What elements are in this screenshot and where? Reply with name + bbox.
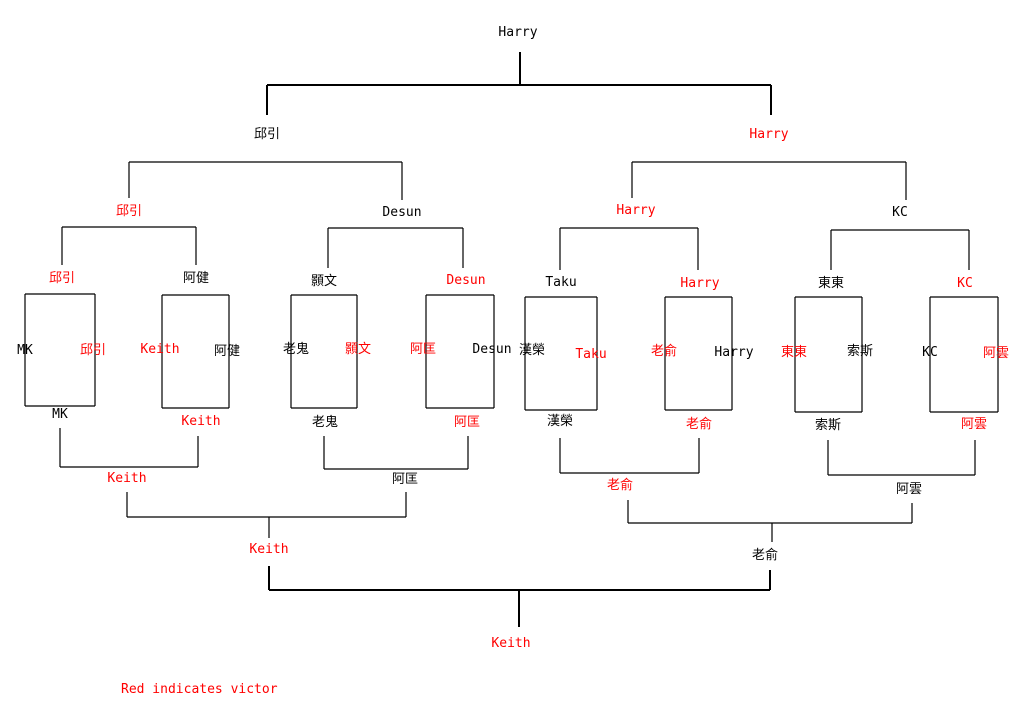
quarterfinal-8-label: KC [957,276,973,291]
lower-round1-7-label: 索斯 [814,418,842,433]
first-round-16-label: 阿雲 [982,346,1010,361]
quarterfinal-4-label: Desun [446,273,486,288]
first-round-5-label: 老鬼 [282,342,310,357]
lower-winner-label: Keith [491,636,531,651]
first-round-1-label: MK [17,343,33,358]
lower-round2-1-label: Keith [107,471,147,486]
first-round-4-label: 阿健 [213,344,241,359]
semifinal-2-label: Desun [382,205,422,220]
quarterfinal-6-label: Harry [680,276,720,291]
first-round-9-label: 漢榮 [518,343,546,358]
lower-round1-8-label: 阿雲 [960,417,988,432]
quarterfinal-2-label: 阿健 [182,271,210,286]
first-round-14-label: 索斯 [846,344,874,359]
lower-round1-5-label: 漢榮 [546,414,574,429]
lower-round1-2-label: Keith [181,414,221,429]
lower-round1-1-label: MK [52,407,68,422]
quarterfinal-1-label: 邱引 [48,271,76,286]
lower-round3-2-label: 老俞 [751,548,779,563]
finalist-right-label: Harry [749,127,789,142]
lower-round1-4-label: 阿匡 [453,415,481,430]
semifinal-1-label: 邱引 [115,204,143,219]
lower-round2-4-label: 阿雲 [895,482,923,497]
lower-round1-6-label: 老俞 [685,417,713,432]
first-round-3-label: Keith [140,342,180,357]
legend-text: Red indicates victor [121,682,278,697]
first-round-12-label: Harry [714,345,754,360]
lower-round2-2-label: 阿匡 [391,472,419,487]
quarterfinal-7-label: 東東 [817,276,845,291]
first-round-15-label: KC [922,345,938,360]
finalist-left-label: 邱引 [253,127,281,142]
quarterfinal-3-label: 顥文 [310,274,338,289]
semifinal-4-label: KC [892,205,908,220]
first-round-2-label: 邱引 [79,343,107,358]
first-round-10-label: Taku [575,347,607,362]
lower-round1-3-label: 老鬼 [311,415,339,430]
lower-round3-1-label: Keith [249,542,289,557]
first-round-6-label: 顥文 [344,342,372,357]
first-round-8-label: Desun [472,342,512,357]
lower-round2-3-label: 老俞 [606,478,634,493]
semifinal-3-label: Harry [616,203,656,218]
champion-label: Harry [498,25,538,40]
first-round-11-label: 老俞 [650,344,678,359]
quarterfinal-5-label: Taku [545,275,577,290]
first-round-13-label: 東東 [780,345,808,360]
first-round-7-label: 阿匡 [409,342,437,357]
